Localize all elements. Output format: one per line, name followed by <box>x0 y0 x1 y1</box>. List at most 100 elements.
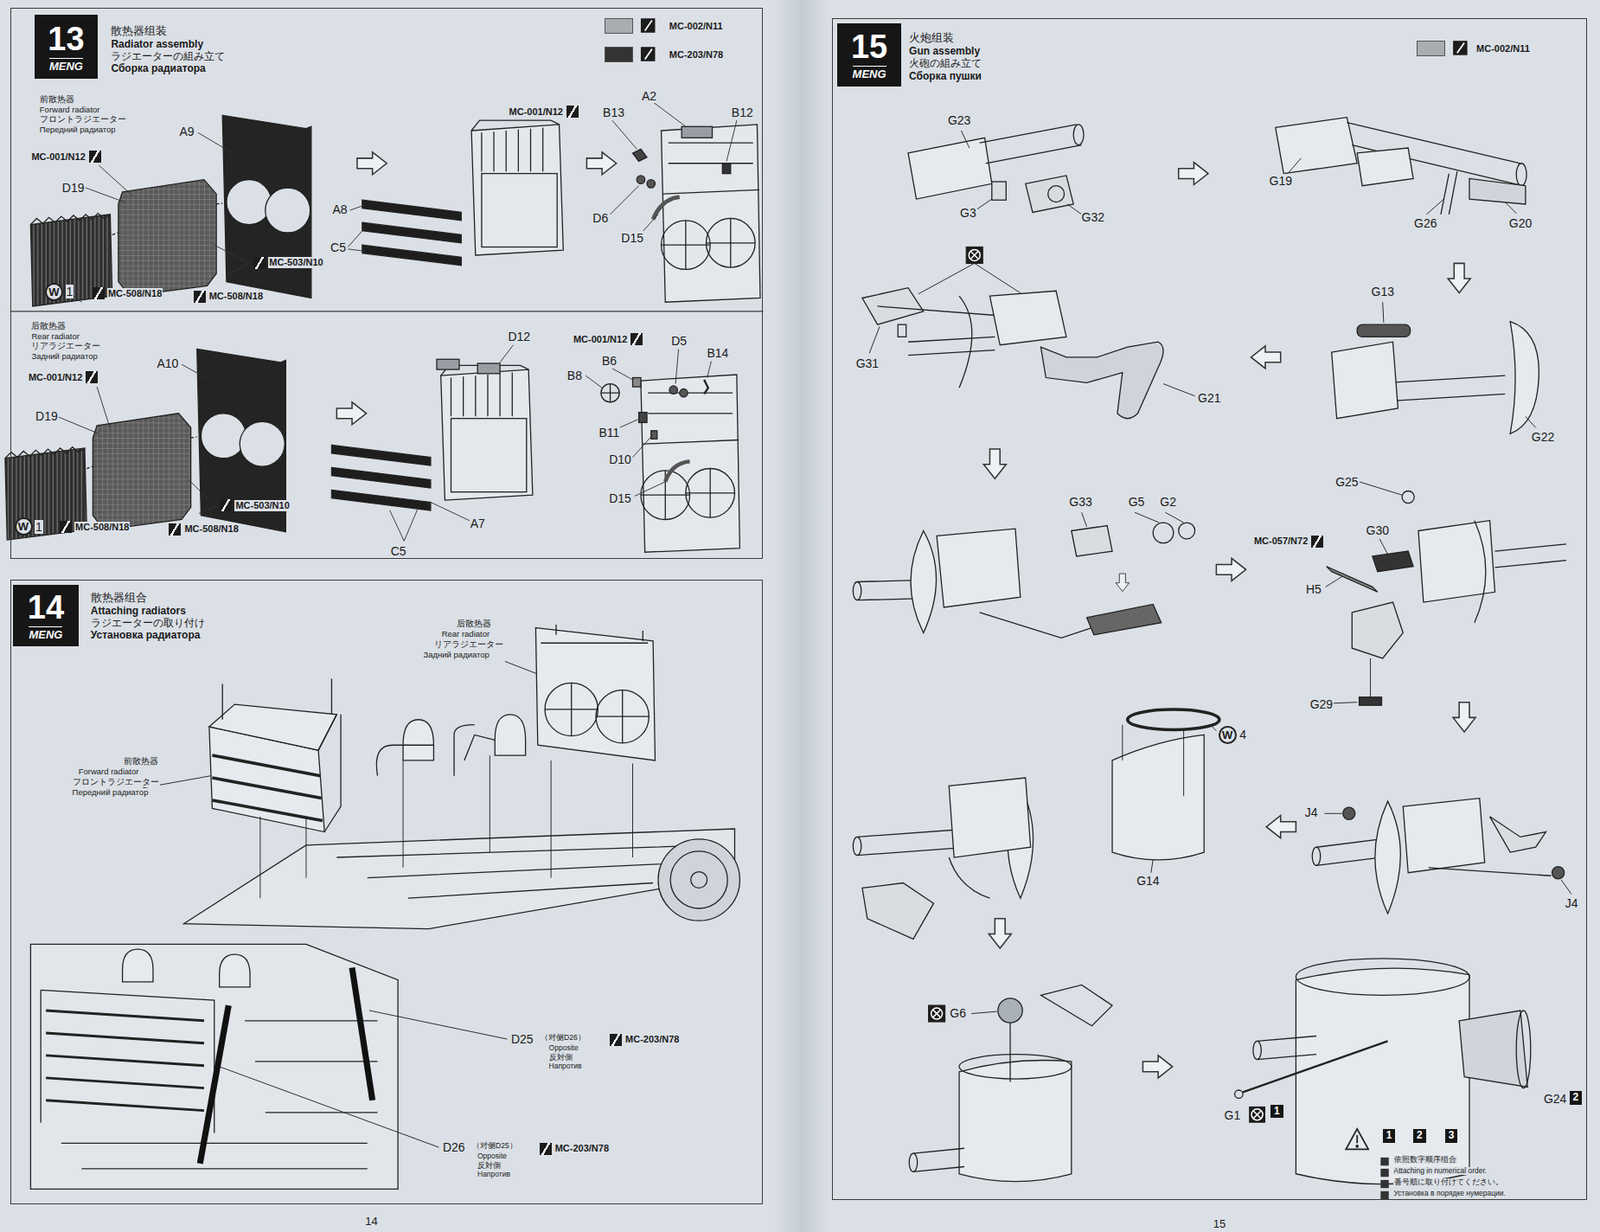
paint-brush-icon <box>59 520 72 533</box>
brand-logo: MENG <box>852 65 887 80</box>
step-title: 散热器组装 <box>110 24 225 39</box>
paint-brush-icon <box>85 371 98 384</box>
step-number: 14 <box>27 590 64 624</box>
paint-code: MC-001/N12 <box>30 151 86 163</box>
paint-code: MC-508/N18 <box>107 288 163 300</box>
sub-heading: Передний радиатор <box>71 787 150 798</box>
sub-heading: Задний радиатор <box>30 352 98 362</box>
heading-block: 散热器组装Radiator assemblyラジエーターの組み立てСборка … <box>110 24 225 76</box>
part-number: D25 <box>510 1031 535 1046</box>
part-number: G14 <box>1135 873 1160 888</box>
step-title: Установка радиатора <box>90 628 205 641</box>
order-number: 2 <box>1413 1128 1427 1143</box>
step-panel: 散热器组合Attaching radiatorsラジエーターの取り付けУстан… <box>10 579 764 1204</box>
part-number: G19 <box>1268 173 1293 188</box>
note-text: 反対側 <box>476 1161 502 1171</box>
note-text: Установка в порядке нумерации. <box>1393 1189 1507 1198</box>
note-text: （对侧D26） <box>539 1033 587 1043</box>
step-badge: 15MENG <box>837 23 901 87</box>
paint-code: MC-002/N11 <box>668 20 724 32</box>
paint-swatch <box>604 18 634 34</box>
part-number: G29 <box>1309 697 1334 711</box>
paint-code: MC-002/N11 <box>1475 43 1531 55</box>
step-title: 火炮组装 <box>908 31 982 45</box>
step-title: Сборка пушки <box>908 70 982 83</box>
paint-brush-icon <box>168 523 181 536</box>
paint-brush-icon <box>92 287 105 300</box>
note-text: Напротив <box>548 1062 583 1071</box>
note-text: 番号順に取り付けてください。 <box>1393 1177 1504 1187</box>
part-number: D15 <box>620 230 645 245</box>
paint-brush-icon <box>609 1033 622 1046</box>
step-title: 散热器组合 <box>90 590 205 605</box>
paint-code: MC-001/N12 <box>27 371 84 384</box>
paint-code: MC-203/N78 <box>554 1142 610 1154</box>
paint-code: MC-508/N18 <box>183 523 239 535</box>
part-number: G26 <box>1413 216 1438 231</box>
step-title: Gun assembly <box>908 44 982 58</box>
step-panel: 火炮组装Gun assembly火砲の組み立てСборка пушки 15MEN… <box>832 18 1588 1200</box>
part-number: H5 <box>1305 582 1323 596</box>
part-number: J4 <box>1564 896 1580 910</box>
step-title: ラジエーターの取り付け <box>90 616 205 629</box>
part-number: G13 <box>1370 284 1396 299</box>
sub-heading: フロントラジエーター <box>71 777 160 788</box>
part-number: D10 <box>608 452 633 467</box>
part-number: D15 <box>608 491 633 506</box>
step-number: 15 <box>851 30 888 64</box>
paint-brush-icon <box>89 150 102 163</box>
sub-heading: 后散热器 <box>455 619 493 629</box>
page-number: 14 <box>364 1215 378 1229</box>
step-number: 13 <box>47 22 84 56</box>
part-number: B11 <box>597 425 621 440</box>
paint-brush-icon <box>539 1142 552 1155</box>
part-number: G24 <box>1542 1091 1568 1106</box>
part-number: 1 <box>34 519 44 534</box>
part-number: A9 <box>179 124 196 139</box>
part-number: D12 <box>506 329 532 344</box>
sub-heading: 前散热器 <box>38 95 76 105</box>
paint-brush-icon <box>566 105 579 118</box>
decal-marker: W <box>1218 725 1237 744</box>
paint-code: MC-503/N10 <box>234 499 290 512</box>
part-number: G22 <box>1530 429 1556 444</box>
decal-marker: W <box>14 517 33 536</box>
part-number: G21 <box>1196 390 1222 405</box>
paint-code: MC-203/N78 <box>668 49 724 61</box>
part-number: D5 <box>670 333 688 348</box>
heading-block: 散热器组合Attaching radiatorsラジエーターの取り付けУстан… <box>90 590 205 642</box>
part-number: C5 <box>329 240 347 255</box>
part-number: G6 <box>948 1005 967 1020</box>
note-text: 反対側 <box>548 1053 574 1063</box>
part-number: A10 <box>156 356 180 371</box>
sub-heading: Задний радиатор <box>422 650 491 660</box>
part-number: 4 <box>1238 727 1248 742</box>
paint-code: MC-508/N18 <box>208 290 264 302</box>
step-badge: 13MENG <box>34 14 98 78</box>
sub-heading: Forward radiator <box>77 767 141 777</box>
paint-code: MC-001/N12 <box>572 333 628 346</box>
part-number: A8 <box>332 202 349 217</box>
paint-swatch <box>604 46 634 63</box>
step-title: ラジエーターの組み立て <box>110 50 225 63</box>
part-number: G33 <box>1068 494 1093 509</box>
part-number: D19 <box>34 409 59 423</box>
paint-code: MC-057/N72 <box>1253 535 1309 547</box>
part-number: G1 <box>1223 1107 1242 1122</box>
order-number: 3 <box>1445 1128 1459 1143</box>
step-title: Radiator assembly <box>110 38 225 51</box>
sub-heading: フロントラジエーター <box>38 115 128 125</box>
note-text: 依照数字顺序组合 <box>1393 1155 1458 1165</box>
step-title: Attaching radiators <box>90 604 205 617</box>
note-text: Напротив <box>476 1170 512 1179</box>
paint-code: MC-001/N12 <box>508 106 564 118</box>
sub-heading: 后散热器 <box>30 321 67 332</box>
note-text: （对侧D25） <box>471 1141 519 1151</box>
part-number: G25 <box>1334 474 1359 489</box>
part-number: A2 <box>640 89 658 103</box>
part-number: D6 <box>591 211 609 225</box>
sub-heading: Rear radiator <box>30 332 80 342</box>
step-title: 火砲の組み立て <box>908 57 982 70</box>
paint-swatch <box>1416 40 1446 57</box>
part-number: C5 <box>390 544 408 558</box>
